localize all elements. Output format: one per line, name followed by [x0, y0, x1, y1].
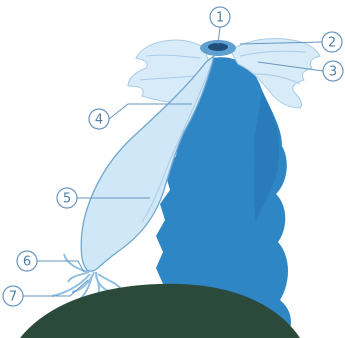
svg-text:4: 4	[95, 113, 103, 128]
callout-7: 7	[3, 286, 23, 306]
svg-text:3: 3	[329, 65, 337, 80]
callout-5: 5	[57, 188, 77, 208]
svg-text:6: 6	[23, 255, 31, 270]
svg-text:5: 5	[63, 192, 71, 207]
svg-text:7: 7	[9, 290, 17, 305]
callout-3: 3	[323, 61, 343, 81]
callout-4: 4	[89, 109, 109, 129]
callout-1: 1	[210, 7, 230, 27]
callout-2: 2	[322, 32, 342, 52]
callout-6: 6	[17, 251, 37, 271]
svg-text:1: 1	[216, 11, 224, 26]
svg-text:2: 2	[328, 36, 336, 51]
